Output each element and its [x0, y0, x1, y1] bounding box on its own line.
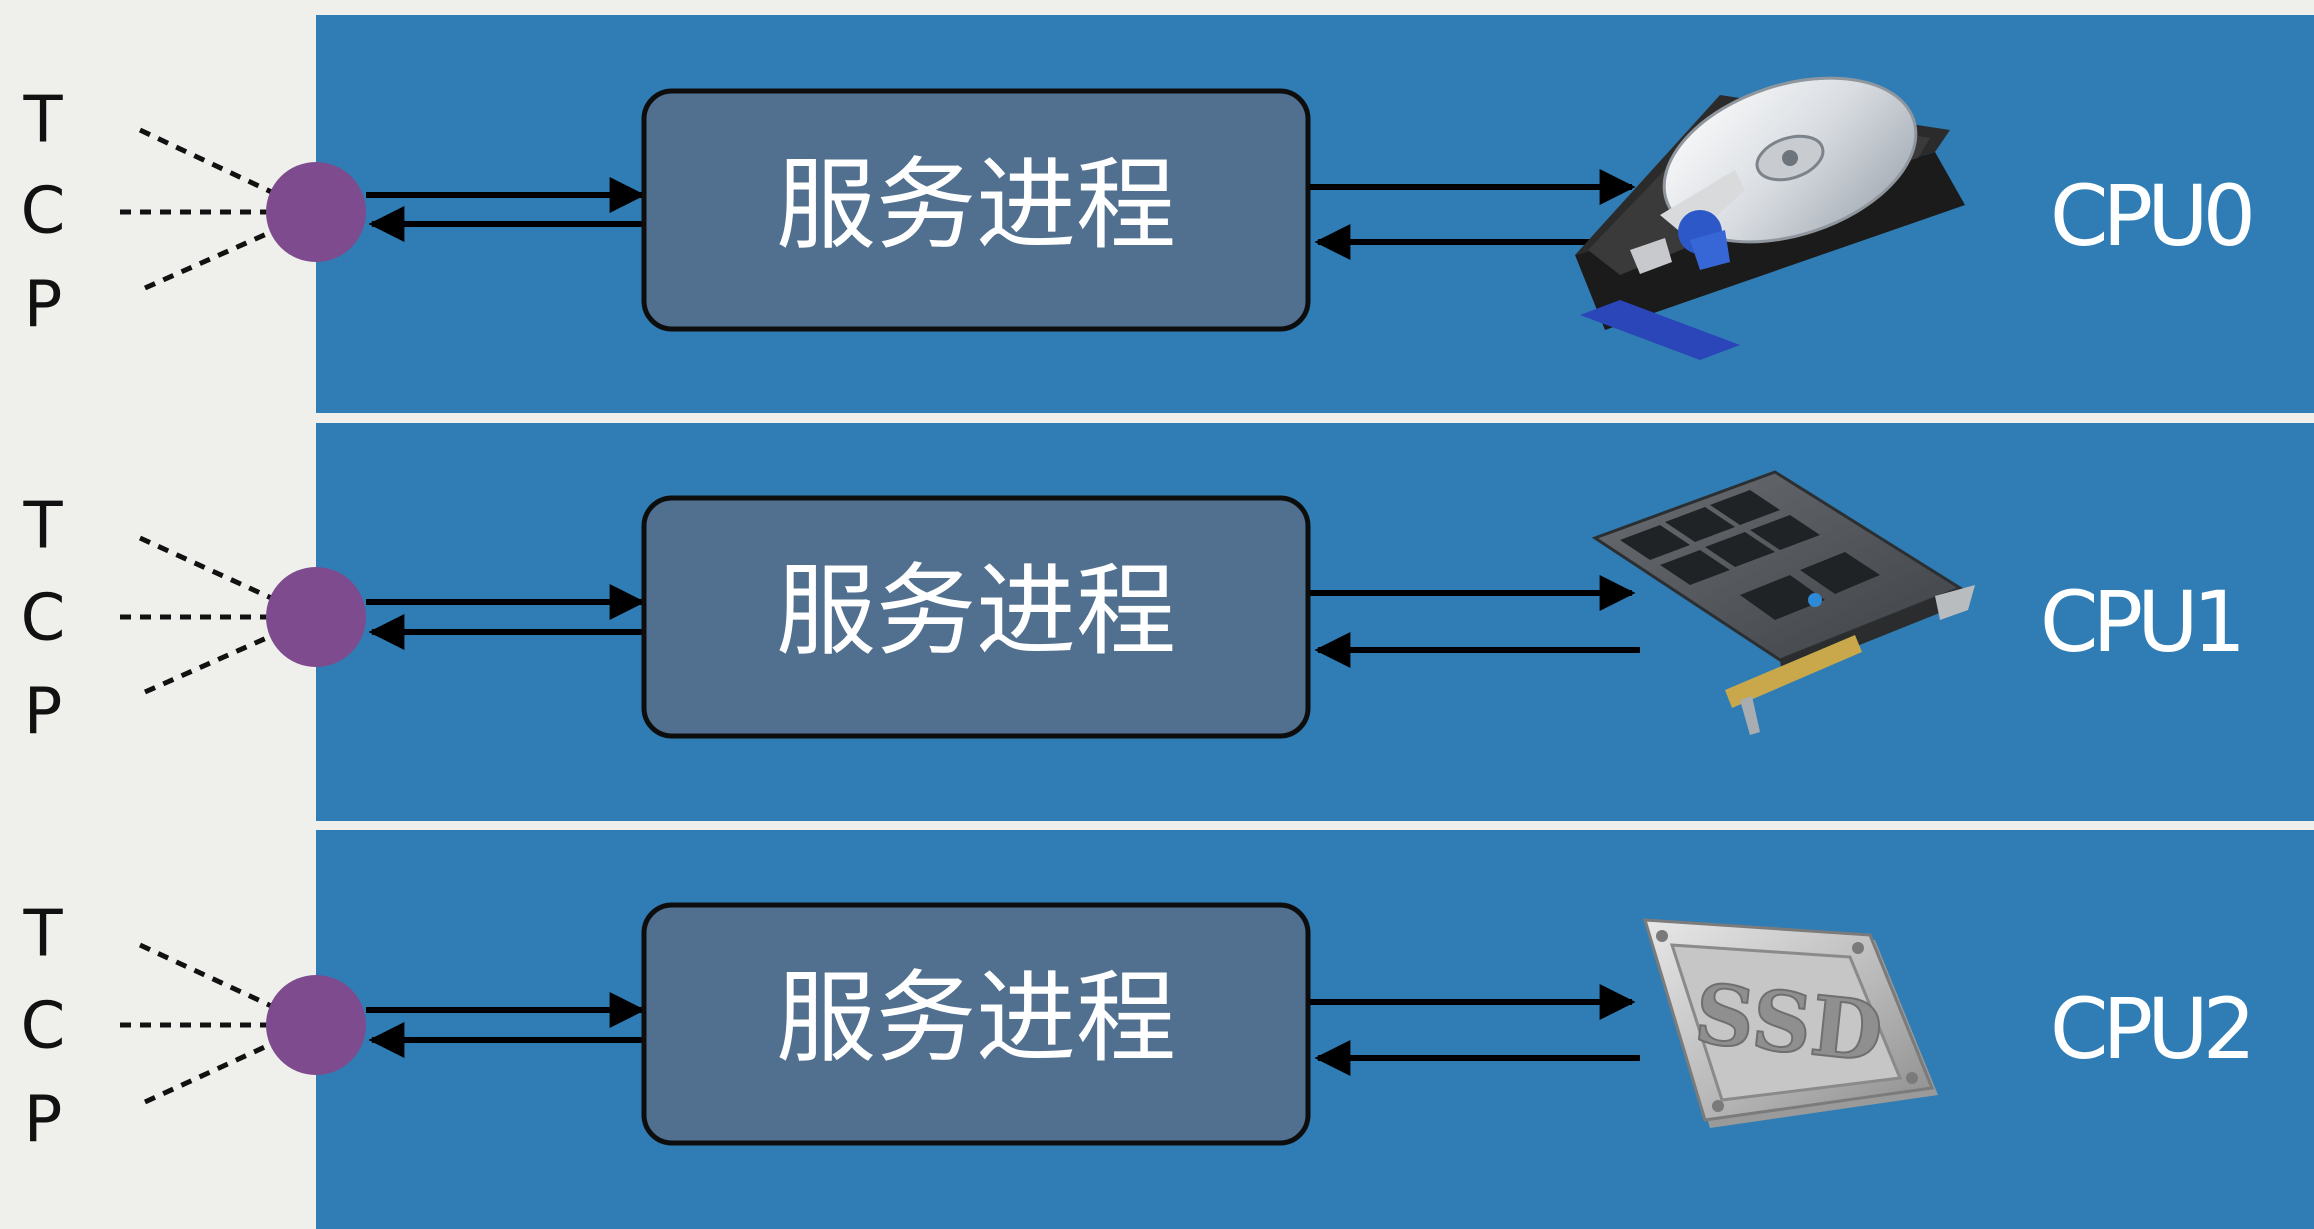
tcp-letter-c: C — [21, 175, 66, 249]
service-process-box — [641, 495, 1311, 739]
socket-dot — [266, 567, 366, 667]
tcp-connections — [120, 942, 282, 1105]
tcp-letter-c: C — [21, 582, 66, 656]
tcp-letter-t: T — [22, 490, 63, 564]
cpu-label: CPU2 — [2050, 980, 2250, 1078]
tcp-connections — [120, 127, 282, 291]
socket-dot — [266, 975, 366, 1075]
cpu-label: CPU1 — [2040, 573, 2240, 671]
ssd-text: SSD — [1690, 966, 1887, 1081]
ssd-icon: SSD — [1642, 918, 1938, 1128]
cpu-label: CPU0 — [2050, 167, 2251, 265]
service-process-label: 服务进程 — [776, 552, 1176, 669]
pcie-flash-card-icon — [1591, 470, 1975, 735]
tcp-letter-p: P — [24, 676, 63, 750]
cpu-panel — [316, 15, 2314, 413]
tcp-letter-p: P — [24, 269, 63, 343]
tcp-letter-c: C — [21, 990, 66, 1064]
tcp-connections — [120, 535, 282, 695]
service-process-box — [641, 902, 1311, 1146]
row-cpu2: T C P 服务进程 SSD CPU2 — [21, 830, 2314, 1229]
socket-dot — [266, 162, 366, 262]
hard-disk-drive-icon — [1575, 76, 1965, 360]
tcp-letter-t: T — [22, 84, 63, 158]
row-cpu1: T C P 服务进程 — [21, 423, 2314, 821]
service-process-label: 服务进程 — [776, 959, 1176, 1076]
cpu-panel — [316, 830, 2314, 1229]
service-process-label: 服务进程 — [776, 146, 1176, 263]
tcp-letter-p: P — [24, 1084, 63, 1158]
tcp-letter-t: T — [22, 898, 63, 972]
row-cpu0: T C P 服务进程 CPU0 — [21, 15, 2314, 413]
cpu-panel — [316, 423, 2314, 821]
service-process-box — [641, 88, 1311, 332]
